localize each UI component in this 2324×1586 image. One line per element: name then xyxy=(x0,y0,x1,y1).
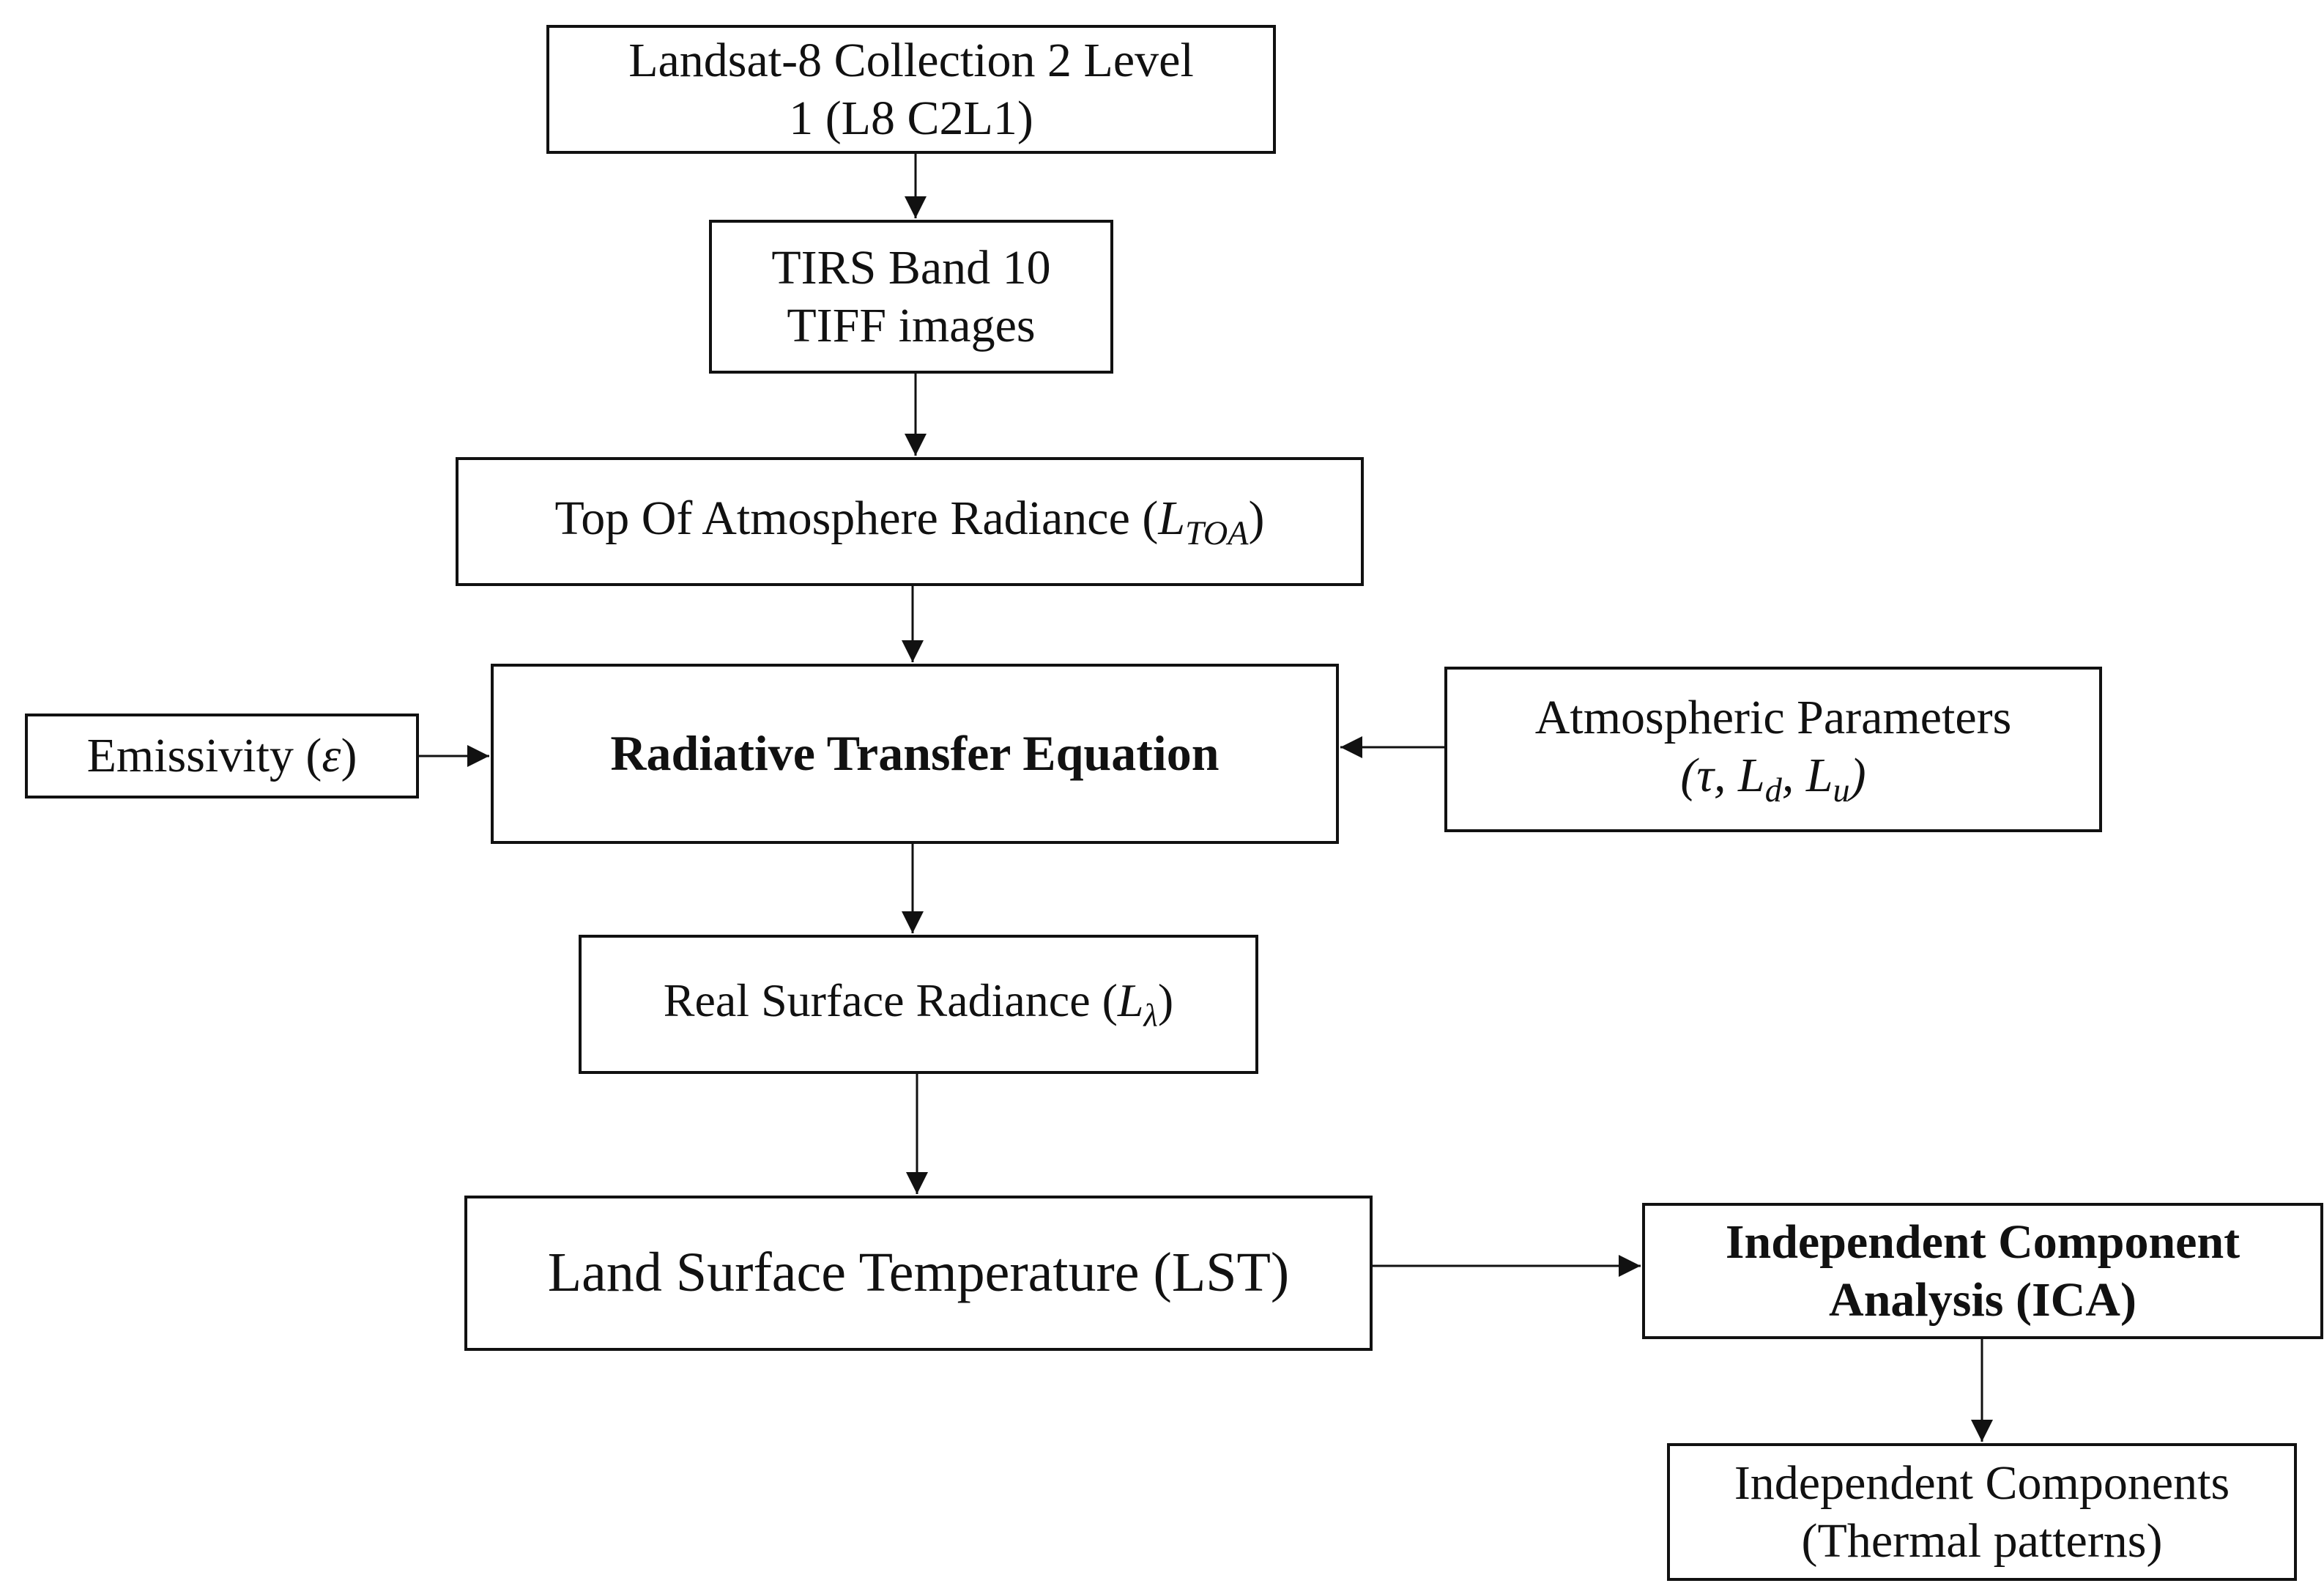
atm-lu-letter: L xyxy=(1805,748,1833,802)
independent-components-line2: (Thermal patterns) xyxy=(1801,1514,2163,1568)
rsr-symbol-subscript: λ xyxy=(1143,996,1158,1034)
ica-line2: Analysis (ICA) xyxy=(1829,1273,2136,1327)
atm-tau: τ xyxy=(1696,748,1714,802)
atm-ld-letter: L xyxy=(1738,748,1765,802)
atmospheric-parameters-symbols: (τ, Ld, Lu) xyxy=(1680,746,1865,810)
atm-lu-subscript: u xyxy=(1833,771,1850,809)
tirs-band-node: TIRS Band 10 TIFF images xyxy=(709,220,1113,374)
toa-symbol-letter: L xyxy=(1158,492,1186,546)
tirs-band-line1: TIRS Band 10 xyxy=(771,240,1051,294)
atmospheric-parameters-title: Atmospheric Parameters xyxy=(1534,690,2012,744)
rsr-close: ) xyxy=(1157,974,1174,1027)
landsat-source-node: Landsat-8 Collection 2 Level 1 (L8 C2L1) xyxy=(546,25,1276,154)
real-surface-radiance-label: Real Surface Radiance (Lλ) xyxy=(664,973,1173,1035)
atm-ld-subscript: d xyxy=(1764,771,1782,809)
rsr-symbol-letter: L xyxy=(1117,974,1144,1027)
land-surface-temperature-node: Land Surface Temperature (LST) xyxy=(464,1196,1373,1351)
independent-components-node: Independent Components (Thermal patterns… xyxy=(1667,1443,2297,1581)
toa-radiance-node: Top Of Atmosphere Radiance (LTOA) xyxy=(456,457,1364,586)
atmospheric-parameters-node: Atmospheric Parameters (τ, Ld, Lu) xyxy=(1444,667,2102,832)
toa-radiance-label: Top Of Atmosphere Radiance (LTOA) xyxy=(555,489,1265,553)
emissivity-close: ) xyxy=(341,729,357,783)
atm-close: ) xyxy=(1849,748,1866,802)
toa-radiance-close: ) xyxy=(1248,492,1265,546)
radiative-transfer-node: Radiative Transfer Equation xyxy=(491,664,1339,844)
real-surface-radiance-node: Real Surface Radiance (Lλ) xyxy=(579,935,1258,1074)
independent-components-line1: Independent Components xyxy=(1734,1456,2230,1510)
emissivity-node: Emissivity (ε) xyxy=(25,714,419,798)
atm-sep1: , xyxy=(1714,748,1738,802)
emissivity-label: Emissivity (ε) xyxy=(87,727,357,785)
landsat-source-line1: Landsat-8 Collection 2 Level xyxy=(628,33,1194,87)
radiative-transfer-label: Radiative Transfer Equation xyxy=(610,725,1219,782)
landsat-source-line2: 1 (L8 C2L1) xyxy=(789,92,1033,145)
emissivity-symbol: ε xyxy=(322,729,341,783)
ica-node: Independent Component Analysis (ICA) xyxy=(1642,1203,2323,1339)
emissivity-text: Emissivity ( xyxy=(86,729,322,783)
toa-symbol-subscript: TOA xyxy=(1185,514,1249,552)
rsr-symbol: Lλ xyxy=(1117,974,1158,1033)
toa-radiance-text: Top Of Atmosphere Radiance ( xyxy=(554,492,1159,546)
ica-line1: Independent Component xyxy=(1725,1215,2241,1269)
rsr-text: Real Surface Radiance ( xyxy=(663,974,1118,1027)
toa-radiance-symbol: LTOA xyxy=(1158,492,1248,552)
atm-sep2: , xyxy=(1781,748,1806,802)
tirs-band-line2: TIFF images xyxy=(787,299,1036,352)
atm-open: ( xyxy=(1680,748,1697,802)
land-surface-temperature-label: Land Surface Temperature (LST) xyxy=(547,1242,1290,1304)
